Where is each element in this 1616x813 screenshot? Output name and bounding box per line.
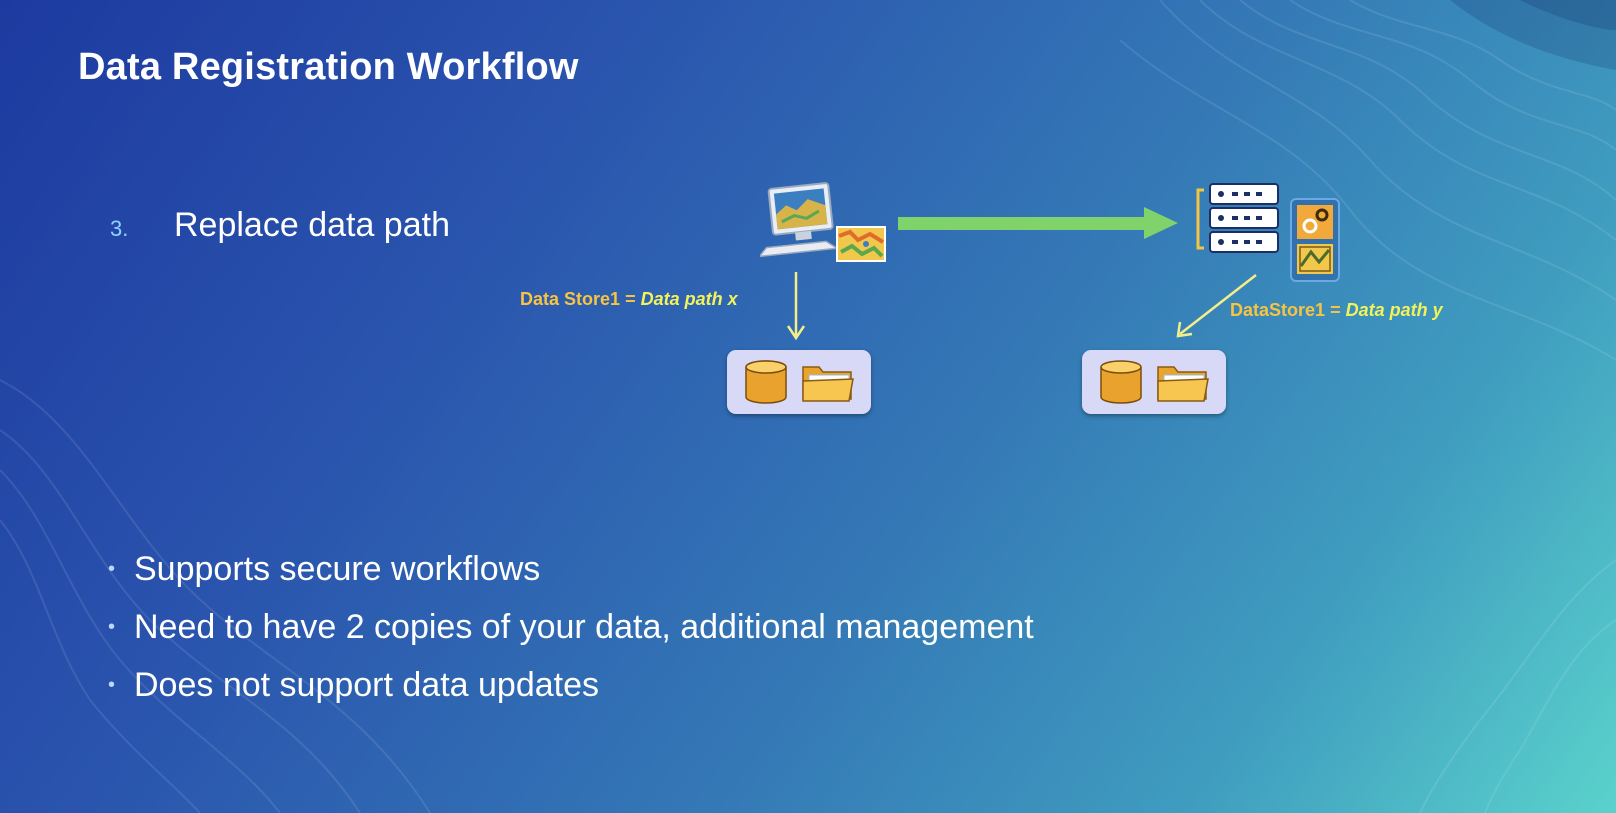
- server-datastore-label: DataStore1 = Data path y: [1230, 300, 1443, 321]
- service-panel: [1290, 198, 1340, 282]
- step-item: 3. Replace data path: [110, 206, 450, 245]
- folder-icon: [802, 366, 854, 402]
- bullet-dot-icon: •: [108, 557, 116, 580]
- map-service-icon: [1297, 244, 1333, 274]
- folder-icon: [1157, 366, 1209, 402]
- server-rack-icon: [1196, 183, 1279, 253]
- client-equals-sign: =: [625, 289, 636, 309]
- bullet-list: • Supports secure workflows • Need to ha…: [108, 540, 1034, 714]
- database-icon: [1100, 360, 1142, 404]
- server-datastore-path: Data path y: [1345, 300, 1443, 320]
- client-data-store: [727, 350, 871, 414]
- client-datastore-label: Data Store1 = Data path x: [520, 289, 738, 310]
- server-equals-sign: =: [1330, 300, 1341, 320]
- client-datastore-name: Data Store1: [520, 289, 621, 309]
- bullet-dot-icon: •: [108, 615, 116, 638]
- server-datastore-name: DataStore1: [1230, 300, 1326, 320]
- client-down-arrow-icon: [786, 272, 806, 341]
- step-number: 3.: [110, 216, 129, 241]
- bullet-item: • Need to have 2 copies of your data, ad…: [108, 598, 1034, 656]
- bullet-dot-icon: •: [108, 673, 116, 696]
- map-thumbnail-icon: [836, 226, 886, 262]
- server-down-arrow-icon: [1176, 274, 1257, 338]
- bullet-text: Supports secure workflows: [134, 549, 541, 588]
- database-icon: [745, 360, 787, 404]
- slide-title: Data Registration Workflow: [78, 46, 579, 88]
- server-data-store: [1082, 350, 1226, 414]
- publish-arrow-icon: [898, 207, 1178, 239]
- bullet-item: • Supports secure workflows: [108, 540, 1034, 598]
- bullet-text: Need to have 2 copies of your data, addi…: [134, 607, 1034, 646]
- bullet-text: Does not support data updates: [134, 665, 599, 704]
- step-text: Replace data path: [174, 206, 450, 244]
- gear-service-icon: [1297, 205, 1333, 239]
- bullet-item: • Does not support data updates: [108, 656, 1034, 714]
- desktop-computer-icon: [760, 182, 840, 258]
- client-datastore-path: Data path x: [640, 289, 738, 309]
